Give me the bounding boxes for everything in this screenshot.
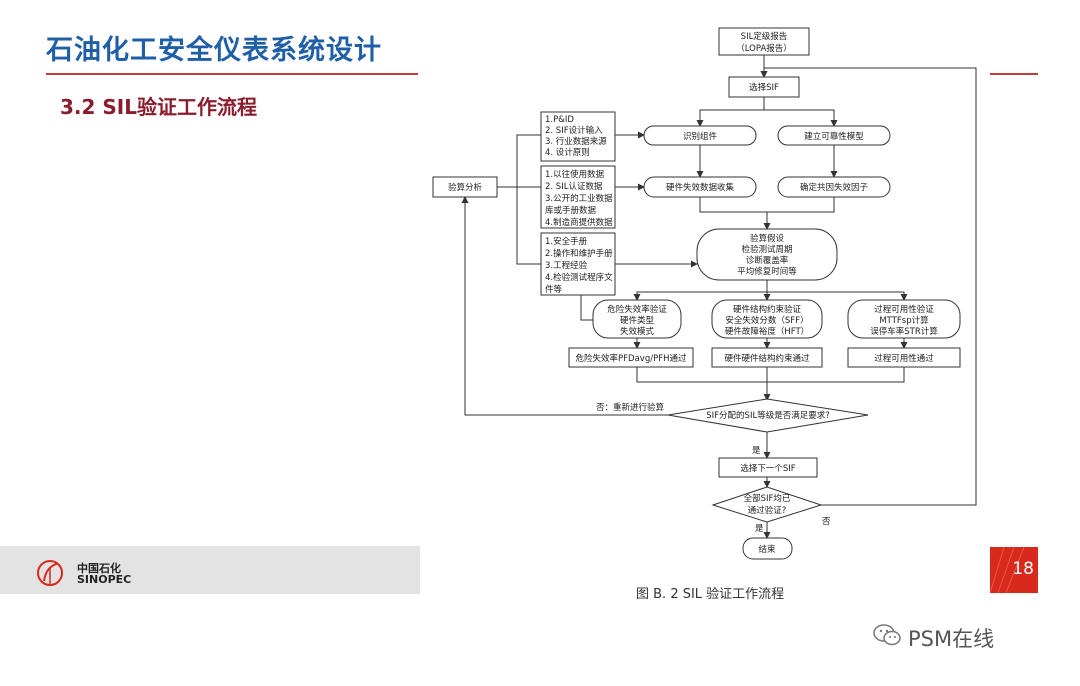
no-recalculate-label: 否：重新进行验算 — [596, 402, 665, 413]
input-box-1-line: 2. SIF设计输入 — [545, 125, 603, 136]
input-box-3-line: 4.检验测试程序文 — [545, 272, 613, 283]
page-number-box: 18 — [990, 547, 1038, 593]
input-box-3-line: 3.工程经验 — [545, 260, 588, 271]
sil-report-line-2: （LOPA报告） — [736, 43, 792, 54]
yes-label-1: 是 — [752, 446, 761, 456]
sinopec-logo-icon — [37, 560, 63, 586]
common-cause-label: 确定共因失效因子 — [800, 182, 869, 193]
figure-caption: 图 B. 2 SIL 验证工作流程 — [636, 587, 785, 602]
input-box-3-line: 2.操作和维护手册 — [545, 248, 613, 259]
input-box-2 — [540, 165, 616, 229]
verify-failure-rate-line: 危险失效率验证 — [607, 304, 667, 315]
assumptions-line: 平均修复时间等 — [737, 266, 797, 277]
verify-structure-line: 硬件故障裕度（HFT） — [725, 326, 809, 337]
end-node — [742, 537, 793, 560]
verify-structure-node — [711, 299, 823, 339]
input-box-2-line: 库或手册数据 — [545, 205, 597, 216]
verify-failure-rate-line: 硬件类型 — [620, 315, 655, 326]
pass-structure-node — [711, 347, 823, 368]
sil-report-node — [718, 27, 810, 56]
input-box-3-line: 1.安全手册 — [545, 236, 588, 247]
pass-failure-rate-label: 危险失效率PFDavg/PFH通过 — [576, 353, 687, 364]
sil-requirement-decision-label: SIF分配的SIL等级是否满足要求? — [706, 410, 829, 421]
verify-structure-line: 硬件结构约束验证 — [733, 304, 802, 315]
identify-components-label: 识别组件 — [683, 131, 718, 142]
page-box-pattern — [990, 547, 1025, 593]
all-sif-decision — [711, 486, 823, 523]
end-label: 结束 — [758, 544, 776, 555]
input-box-2-line: 2. SIL认证数据 — [545, 181, 603, 192]
verify-availability-node — [847, 299, 961, 339]
assumptions-node — [696, 228, 838, 281]
pass-availability-label: 过程可用性通过 — [874, 353, 934, 364]
logo-chinese-text: 中国石化 — [77, 562, 121, 575]
no-label-2: 否 — [822, 517, 831, 527]
sil-requirement-decision — [667, 398, 869, 433]
input-box-2-line: 3.公开的工业数据 — [545, 193, 613, 204]
next-sif-node — [718, 457, 818, 478]
assumptions-line: 检验测试周期 — [741, 244, 792, 255]
input-box-2-line: 1.以往使用数据 — [545, 169, 605, 180]
failure-data-label: 硬件失效数据收集 — [666, 182, 735, 193]
input-box-1-line: 4. 设计原则 — [545, 147, 590, 158]
wechat-icon — [873, 624, 901, 646]
assumptions-line: 验算假设 — [750, 233, 785, 244]
calc-analysis-node — [432, 176, 498, 198]
identify-components-node — [643, 125, 757, 146]
select-sif-node — [728, 76, 800, 98]
input-box-2-line: 4.制造商提供数据 — [545, 217, 613, 228]
sil-report-line-1: SIL定级报告 — [741, 31, 788, 42]
verify-failure-rate-node — [592, 299, 682, 339]
common-cause-node — [777, 176, 891, 198]
page-number: 18 — [1012, 559, 1034, 579]
verify-structure-line: 安全失效分数（SFF） — [725, 315, 808, 326]
input-box-1-line: 3. 行业数据来源 — [545, 136, 607, 147]
section-subtitle: 3.2 SIL验证工作流程 — [60, 95, 257, 119]
pass-failure-rate-node — [568, 347, 694, 368]
yes-label-2: 是 — [755, 524, 764, 534]
input-box-1-line: 1.P&ID — [545, 115, 574, 125]
input-box-1 — [540, 111, 616, 162]
verify-availability-line: 误停车率STR计算 — [870, 326, 938, 337]
title-divider — [46, 73, 418, 75]
pass-availability-node — [847, 347, 961, 368]
select-sif-label: 选择SIF — [749, 82, 779, 93]
flow-connectors — [461, 55, 977, 539]
logo-english-text: SINOPEC — [77, 573, 132, 586]
input-box-3-line: 件等 — [545, 284, 563, 295]
failure-data-node — [643, 176, 757, 198]
verify-availability-line: 过程可用性验证 — [874, 304, 934, 315]
verify-availability-line: MTTFsp计算 — [879, 315, 929, 326]
all-sif-decision-line: 通过验证? — [748, 505, 787, 516]
all-sif-decision-line: 全部SIF均已 — [744, 493, 791, 504]
input-box-3 — [540, 232, 616, 296]
reliability-model-node — [777, 125, 891, 146]
slide-title: 石油化工安全仪表系统设计 — [46, 35, 382, 66]
pass-structure-label: 硬件硬件结构约束通过 — [724, 353, 810, 364]
verify-failure-rate-line: 失效模式 — [620, 326, 655, 337]
watermark-text: PSM在线 — [908, 627, 995, 651]
right-divider — [990, 73, 1038, 75]
reliability-model-label: 建立可靠性模型 — [804, 131, 864, 142]
next-sif-label: 选择下一个SIF — [740, 463, 795, 474]
assumptions-line: 诊断覆盖率 — [746, 255, 789, 266]
calc-analysis-label: 验算分析 — [448, 182, 483, 193]
footer-band — [0, 546, 420, 594]
